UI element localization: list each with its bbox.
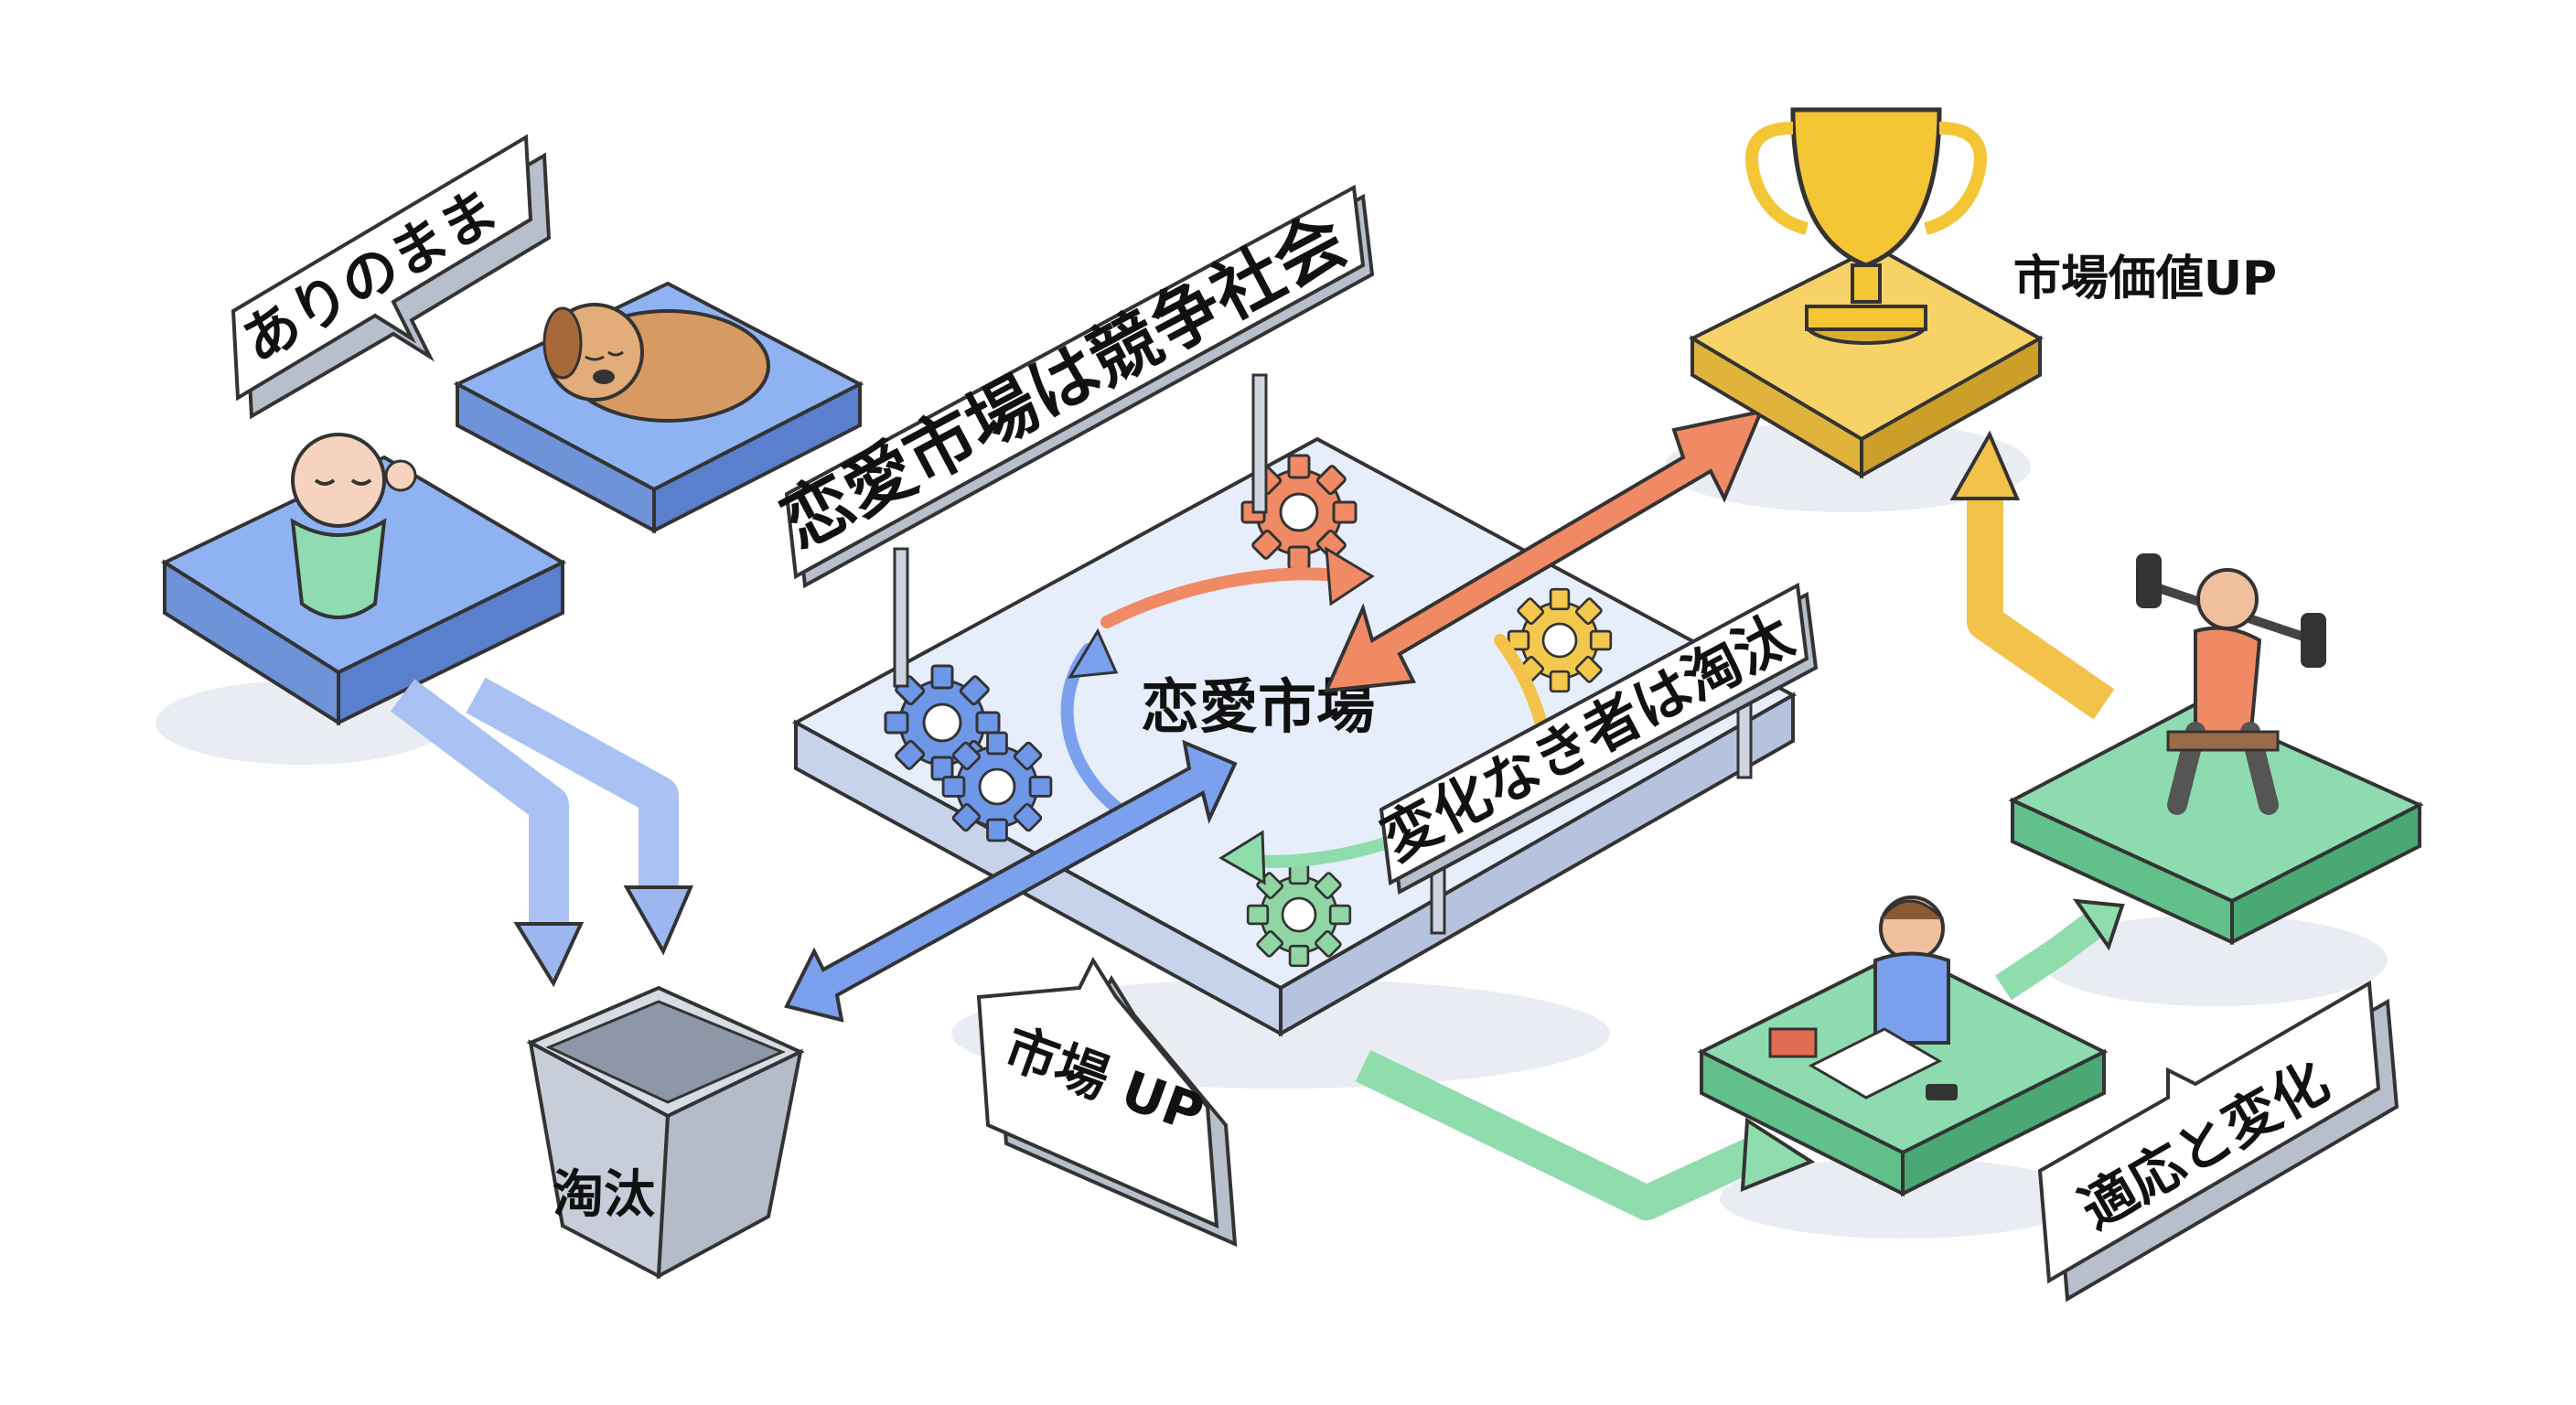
cycle-arrow-green-head <box>1218 830 1266 885</box>
drop-arrow-left-head <box>513 922 585 988</box>
cycle-arrow-orange <box>1100 567 1351 628</box>
market-up-bubble <box>976 956 1238 1248</box>
drop-arrow-right <box>466 677 679 887</box>
weightlifter-platform <box>2008 702 2424 946</box>
green-arrow <box>1355 1049 1773 1220</box>
yellow-up-arrow <box>1967 494 2115 720</box>
competition-signboard <box>784 184 1375 688</box>
orange-double-arrow <box>1323 409 1765 693</box>
cycle-arrow-orange-head <box>1325 546 1375 606</box>
cycle-arrow-blue-head <box>1068 627 1119 679</box>
adapt-change-bubble <box>2037 980 2399 1303</box>
arinomama-bubble <box>231 134 552 420</box>
baby-icon <box>290 433 417 619</box>
drop-arrow-right-head <box>623 885 694 956</box>
trash-bin-icon <box>526 985 805 1280</box>
trash-label: 淘汰 <box>553 1165 655 1225</box>
green-arrow-head <box>1740 1117 1816 1193</box>
gear-icon <box>941 731 1053 842</box>
yellow-up-arrow-head <box>1949 430 2021 500</box>
trophy-icon <box>1745 107 1987 345</box>
studying-person-icon <box>1768 896 1958 1100</box>
weightlifter-icon <box>2136 553 2326 815</box>
eliminated-signboard <box>1379 582 1819 935</box>
green-up-arrow <box>1995 912 2104 1001</box>
green-up-arrow-head <box>2072 898 2125 951</box>
blue-double-arrow <box>784 739 1238 1023</box>
sleeping-puppy-icon <box>542 303 770 423</box>
market-value-up-label: 市場価値UP <box>2013 252 2277 306</box>
drop-arrow-left <box>390 679 569 924</box>
trophy-platform <box>1688 244 2045 479</box>
